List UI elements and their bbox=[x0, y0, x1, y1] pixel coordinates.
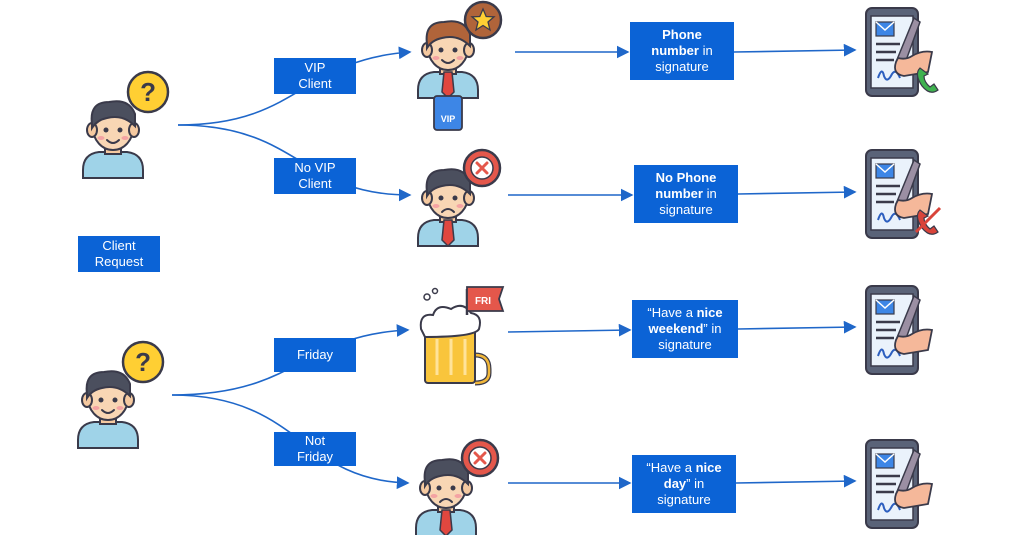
branch-box-no-vip-line2: Client bbox=[298, 176, 332, 191]
client-request-legend: Client Request bbox=[78, 236, 160, 272]
outcome2-tail2: in bbox=[702, 186, 717, 201]
legend-line2: Request bbox=[94, 254, 144, 269]
outcome4-line3: signature bbox=[657, 492, 711, 507]
outcome3-pre1: “Have a bbox=[647, 305, 697, 320]
outcome4-pre1: “Have a bbox=[646, 460, 696, 475]
branch-box-not-friday: Not Friday bbox=[274, 432, 356, 466]
outcome1-bold2: number bbox=[651, 43, 699, 58]
star-badge-icon bbox=[463, 0, 503, 40]
outcome2-bold1: No Phone bbox=[655, 170, 717, 185]
outcome-box-nice-day: “Have a nice day” in signature bbox=[632, 455, 736, 513]
legend-line1: Client bbox=[102, 238, 136, 253]
fri-flag-icon: FRI bbox=[465, 286, 505, 315]
phone-call-red-icon bbox=[914, 206, 942, 235]
client-question-icon-top bbox=[82, 70, 170, 179]
outcome3-bold2: weekend bbox=[648, 321, 704, 336]
rejected-person-icon-bottom bbox=[415, 438, 500, 535]
branch-box-vip: VIP Client bbox=[274, 58, 356, 94]
outcome2-line3: signature bbox=[659, 202, 713, 217]
outcome4-bold2: day bbox=[663, 476, 687, 491]
branch-box-friday-line1: Friday bbox=[296, 347, 334, 362]
client-question-icon-bottom bbox=[77, 340, 165, 449]
branch-box-vip-line2: Client bbox=[298, 76, 332, 91]
branch-box-no-vip-line1: No VIP bbox=[294, 160, 336, 175]
vip-card-icon: VIP bbox=[433, 95, 463, 131]
arrow-box4-to-phone bbox=[735, 474, 857, 488]
phone-call-green-icon bbox=[916, 67, 939, 93]
outcome1-bold1: Phone bbox=[662, 27, 702, 42]
phone-signature-icon-1 bbox=[864, 6, 939, 98]
outcome3-line3: signature bbox=[658, 337, 712, 352]
outcome3-tail2: ” in bbox=[703, 321, 722, 336]
arrow-beer-to-box bbox=[507, 323, 632, 337]
outcome4-tail2: ” in bbox=[686, 476, 705, 491]
arrow-box2-to-phone bbox=[737, 185, 857, 199]
arrow-box3-to-phone bbox=[737, 320, 857, 334]
beer-friday-icon: FRI bbox=[419, 286, 505, 386]
outcome-box-no-phone-number: No Phone number in signature bbox=[634, 165, 738, 223]
outcome2-bold2: number bbox=[655, 186, 703, 201]
branch-box-vip-line1: VIP bbox=[304, 60, 326, 75]
outcome3-bold1: nice bbox=[696, 305, 723, 320]
rejected-person-icon-top bbox=[417, 148, 502, 247]
arrow-box1-to-phone bbox=[733, 43, 857, 57]
phone-signature-icon-2 bbox=[864, 148, 942, 240]
outcome1-tail2: in bbox=[698, 43, 713, 58]
outcome4-bold1: nice bbox=[695, 460, 722, 475]
outcome-box-phone-number: Phone number in signature bbox=[630, 22, 734, 80]
branch-box-friday: Friday bbox=[274, 338, 356, 372]
branch-box-not-friday-line1: Not bbox=[304, 433, 326, 448]
phone-signature-icon-4 bbox=[864, 438, 934, 530]
phone-signature-icon-3 bbox=[864, 284, 934, 376]
outcome1-line3: signature bbox=[655, 59, 709, 74]
vip-person-icon: VIP bbox=[417, 0, 503, 131]
outcome-box-nice-weekend: “Have a nice weekend” in signature bbox=[632, 300, 738, 358]
vip-card-text: VIP bbox=[441, 114, 456, 124]
branch-box-not-friday-line2: Friday bbox=[296, 449, 334, 464]
fri-flag-text: FRI bbox=[475, 296, 491, 307]
branch-box-no-vip: No VIP Client bbox=[274, 158, 356, 194]
